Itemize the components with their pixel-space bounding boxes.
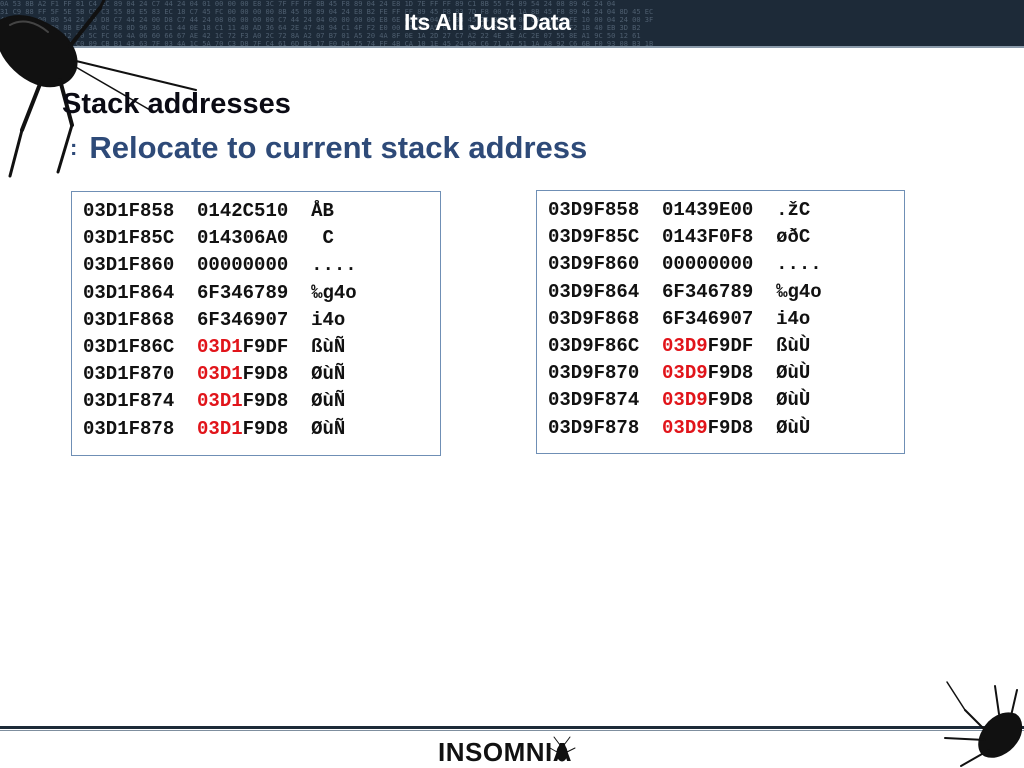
dump-value-low: F9D8 [707, 362, 754, 385]
dump-row: 03D9F860 00000000 .... [548, 251, 894, 278]
slide-heading: Stack addresses [62, 88, 291, 120]
dump-ascii: .... [311, 254, 357, 277]
dump-row: 03D9F85C 0143F0F8 øðC [548, 224, 894, 251]
dump-ascii: .žC [776, 199, 811, 221]
dump-ascii: ÅB [311, 200, 334, 222]
dump-value-low: F9D8 [242, 363, 289, 386]
dump-ascii: øðC [776, 226, 811, 249]
dump-ascii: ØùÑ [311, 417, 346, 440]
dump-ascii: ßùÙ [776, 335, 811, 358]
dump-address: 03D1F874 [83, 390, 175, 413]
dump-row: 03D1F858 0142C510 ÅB [83, 198, 430, 225]
hex-background: 0A 53 8B A2 F1 FF 81 C4 EC 89 04 24 C7 4… [0, 0, 654, 46]
dump-ascii: ‰g4o [776, 280, 822, 303]
dump-value-high: 03D1 [197, 417, 243, 440]
dump-value-low: F9D8 [242, 390, 289, 413]
dump-ascii: ßùÑ [311, 336, 346, 359]
dump-row: 03D9F874 03D9F9D8 ØùÙ [548, 387, 894, 414]
dump-row: 03D1F864 6F346789 ‰g4o [83, 280, 430, 307]
dump-address: 03D9F864 [548, 280, 640, 303]
footer-divider-thin [0, 730, 1024, 731]
dump-value-low: 014306A0 [197, 227, 289, 250]
dump-row: 03D9F864 6F346789 ‰g4o [548, 279, 894, 306]
header-bar: 0A 53 8B A2 F1 FF 81 C4 EC 89 04 24 C7 4… [0, 0, 1024, 46]
dump-row: 03D1F870 03D1F9D8 ØùÑ [83, 361, 430, 388]
dump-value-low: F9DF [707, 335, 754, 358]
dump-address: 03D9F86C [548, 335, 640, 358]
dump-row: 03D1F86C 03D1F9DF ßùÑ [83, 334, 430, 361]
dump-address: 03D9F858 [548, 199, 640, 221]
dump-address: 03D9F870 [548, 362, 640, 385]
brand-logo: INSOMNIA [438, 737, 572, 767]
dump-value-low: F9D8 [707, 389, 754, 412]
dump-ascii: ØùÑ [311, 390, 346, 413]
dump-value-low: F9D8 [707, 416, 754, 439]
dump-value-low: 00000000 [197, 254, 289, 277]
dump-value-low: 0142C510 [197, 200, 289, 222]
dump-ascii: ØùÑ [311, 363, 346, 386]
dump-value-low: 6F346907 [197, 308, 289, 331]
dump-address: 03D1F870 [83, 363, 175, 386]
dump-value-high: 03D9 [662, 416, 708, 439]
dump-ascii: ØùÙ [776, 416, 811, 439]
dump-value-low: 0143F0F8 [662, 226, 754, 249]
dump-ascii: i4o [311, 308, 346, 331]
footer-divider [0, 726, 1024, 729]
dump-value-low: F9D8 [242, 417, 289, 440]
dump-ascii: ØùÙ [776, 389, 811, 412]
dump-address: 03D1F864 [83, 281, 175, 304]
dump-value-high: 03D1 [197, 336, 243, 359]
dump-value-high: 03D9 [662, 389, 708, 412]
dump-ascii: C [311, 227, 334, 250]
dump-row: 03D9F858 01439E00 .žC [548, 197, 894, 224]
slide-title: Its All Just Data [404, 9, 571, 35]
cockroach-icon [0, 0, 197, 178]
dump-value-high: 03D1 [197, 363, 243, 386]
dump-ascii: .... [776, 253, 822, 276]
dump-address: 03D1F858 [83, 200, 175, 222]
dump-address: 03D1F878 [83, 417, 175, 440]
subheading-text: Relocate to current stack address [89, 130, 588, 165]
dump-ascii: ‰g4o [311, 281, 357, 304]
dump-row: 03D1F860 00000000 .... [83, 252, 430, 279]
dump-row: 03D1F878 03D1F9D8 ØùÑ [83, 416, 430, 443]
cockroach-icon [549, 736, 576, 762]
dump-address: 03D9F874 [548, 389, 640, 412]
dump-address: 03D9F878 [548, 416, 640, 439]
dump-value-low: 6F346789 [662, 280, 754, 303]
dump-value-low: 00000000 [662, 253, 754, 276]
dump-ascii: i4o [776, 307, 811, 330]
dump-row: 03D9F86C 03D9F9DF ßùÙ [548, 333, 894, 360]
stack-dump-original: 03D1F858 0142C510 ÅB 03D1F85C 014306A0 C… [71, 191, 441, 456]
dump-value-low: 6F346789 [197, 281, 289, 304]
dump-row: 03D9F870 03D9F9D8 ØùÙ [548, 360, 894, 387]
cockroach-icon [944, 681, 1023, 767]
dump-value-high: 03D9 [662, 362, 708, 385]
dump-row: 03D1F85C 014306A0 C [83, 225, 430, 252]
dump-value-low: 6F346907 [662, 307, 754, 330]
dump-address: 03D1F868 [83, 308, 175, 331]
dump-row: 03D1F874 03D1F9D8 ØùÑ [83, 388, 430, 415]
dump-row: 03D9F868 6F346907 i4o [548, 306, 894, 333]
dump-value-low: 01439E00 [662, 199, 754, 221]
dump-address: 03D1F86C [83, 336, 175, 359]
dump-address: 03D1F860 [83, 254, 175, 277]
dump-address: 03D9F860 [548, 253, 640, 276]
bullet-marker: : [70, 135, 78, 160]
dump-address: 03D9F85C [548, 226, 640, 249]
dump-ascii: ØùÙ [776, 362, 811, 385]
dump-value-high: 03D9 [662, 335, 708, 358]
dump-address: 03D9F868 [548, 307, 640, 330]
dump-address: 03D1F85C [83, 227, 175, 250]
dump-row: 03D9F878 03D9F9D8 ØùÙ [548, 415, 894, 442]
dump-value-high: 03D1 [197, 390, 243, 413]
stack-dump-relocated: 03D9F858 01439E00 .žC 03D9F85C 0143F0F8 … [536, 190, 905, 454]
slide-subheading: : Relocate to current stack address [70, 130, 587, 166]
dump-row: 03D1F868 6F346907 i4o [83, 307, 430, 334]
dump-value-low: F9DF [242, 336, 289, 359]
header-divider [0, 46, 1024, 48]
